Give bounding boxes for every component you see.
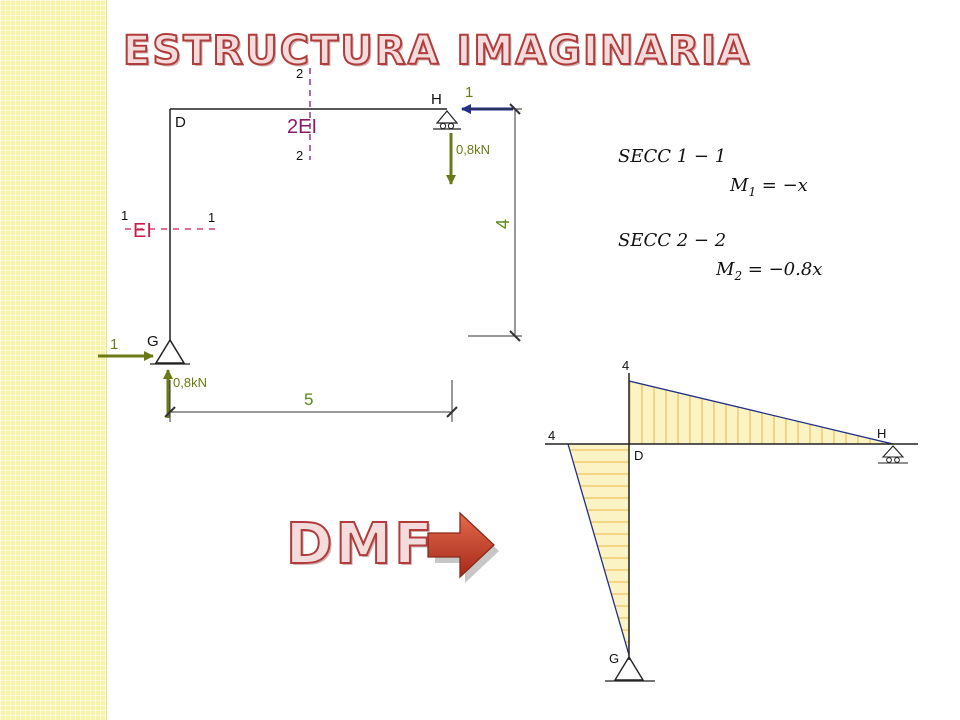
dimension-height-label: 4 [493, 219, 513, 229]
diagram-top-value: 4 [622, 358, 629, 373]
diagram-left-value: 4 [548, 428, 555, 443]
node-g-label: G [147, 333, 159, 350]
reaction-g-label: 0,8kN [173, 375, 207, 390]
moment-eq-1-sub: 1 [748, 185, 756, 199]
unit-load-g-label: 1 [110, 336, 118, 353]
decorative-sidebar [0, 0, 107, 720]
moment-eq-2-rhs: = −0.8x [742, 259, 822, 280]
section-2-bottom-label: 2 [296, 148, 303, 163]
slide-title: ESTRUCTURA IMAGINARIA [122, 27, 751, 75]
reaction-h-label: 0,8kN [456, 142, 490, 157]
moment-eq-2: M2 = −0.8x [715, 259, 822, 283]
width-dimension [164, 380, 458, 422]
node-h-label: H [431, 91, 442, 108]
diagram-node-h: H [877, 426, 886, 441]
roller-support-h [433, 110, 461, 130]
pin-support-g [150, 338, 190, 365]
section-2-heading: SECC 2 − 2 [618, 230, 726, 251]
moment-eq-1-lhs: M [729, 175, 749, 196]
unit-load-h-label: 1 [465, 84, 473, 101]
moment-eq-2-sub: 2 [733, 269, 742, 283]
dimension-width-label: 5 [304, 390, 313, 409]
moment-diagram [545, 373, 918, 682]
dmf-label: DMF [285, 511, 436, 578]
section-1-left-label: 1 [121, 208, 128, 223]
stiffness-beam-label: 2EI [287, 116, 317, 138]
diagram-node-g: G [609, 651, 619, 666]
node-d-label: D [175, 114, 186, 131]
moment-eq-2-lhs: M [715, 259, 735, 280]
section-2-top-label: 2 [296, 66, 303, 81]
height-dimension [468, 103, 522, 342]
frame-structure [169, 108, 447, 340]
diagram-node-d: D [634, 448, 643, 463]
moment-eq-1-rhs: = −x [756, 175, 808, 196]
transition-arrow-icon [427, 511, 499, 583]
equations-block: SECC 1 − 1 M1 = −x SECC 2 − 2 M2 = −0.8x [618, 146, 822, 283]
moment-eq-1: M1 = −x [729, 175, 808, 199]
section-1-heading: SECC 1 − 1 [618, 146, 726, 167]
section-1-right-label: 1 [208, 210, 215, 225]
stiffness-column-label: EI [133, 220, 152, 242]
